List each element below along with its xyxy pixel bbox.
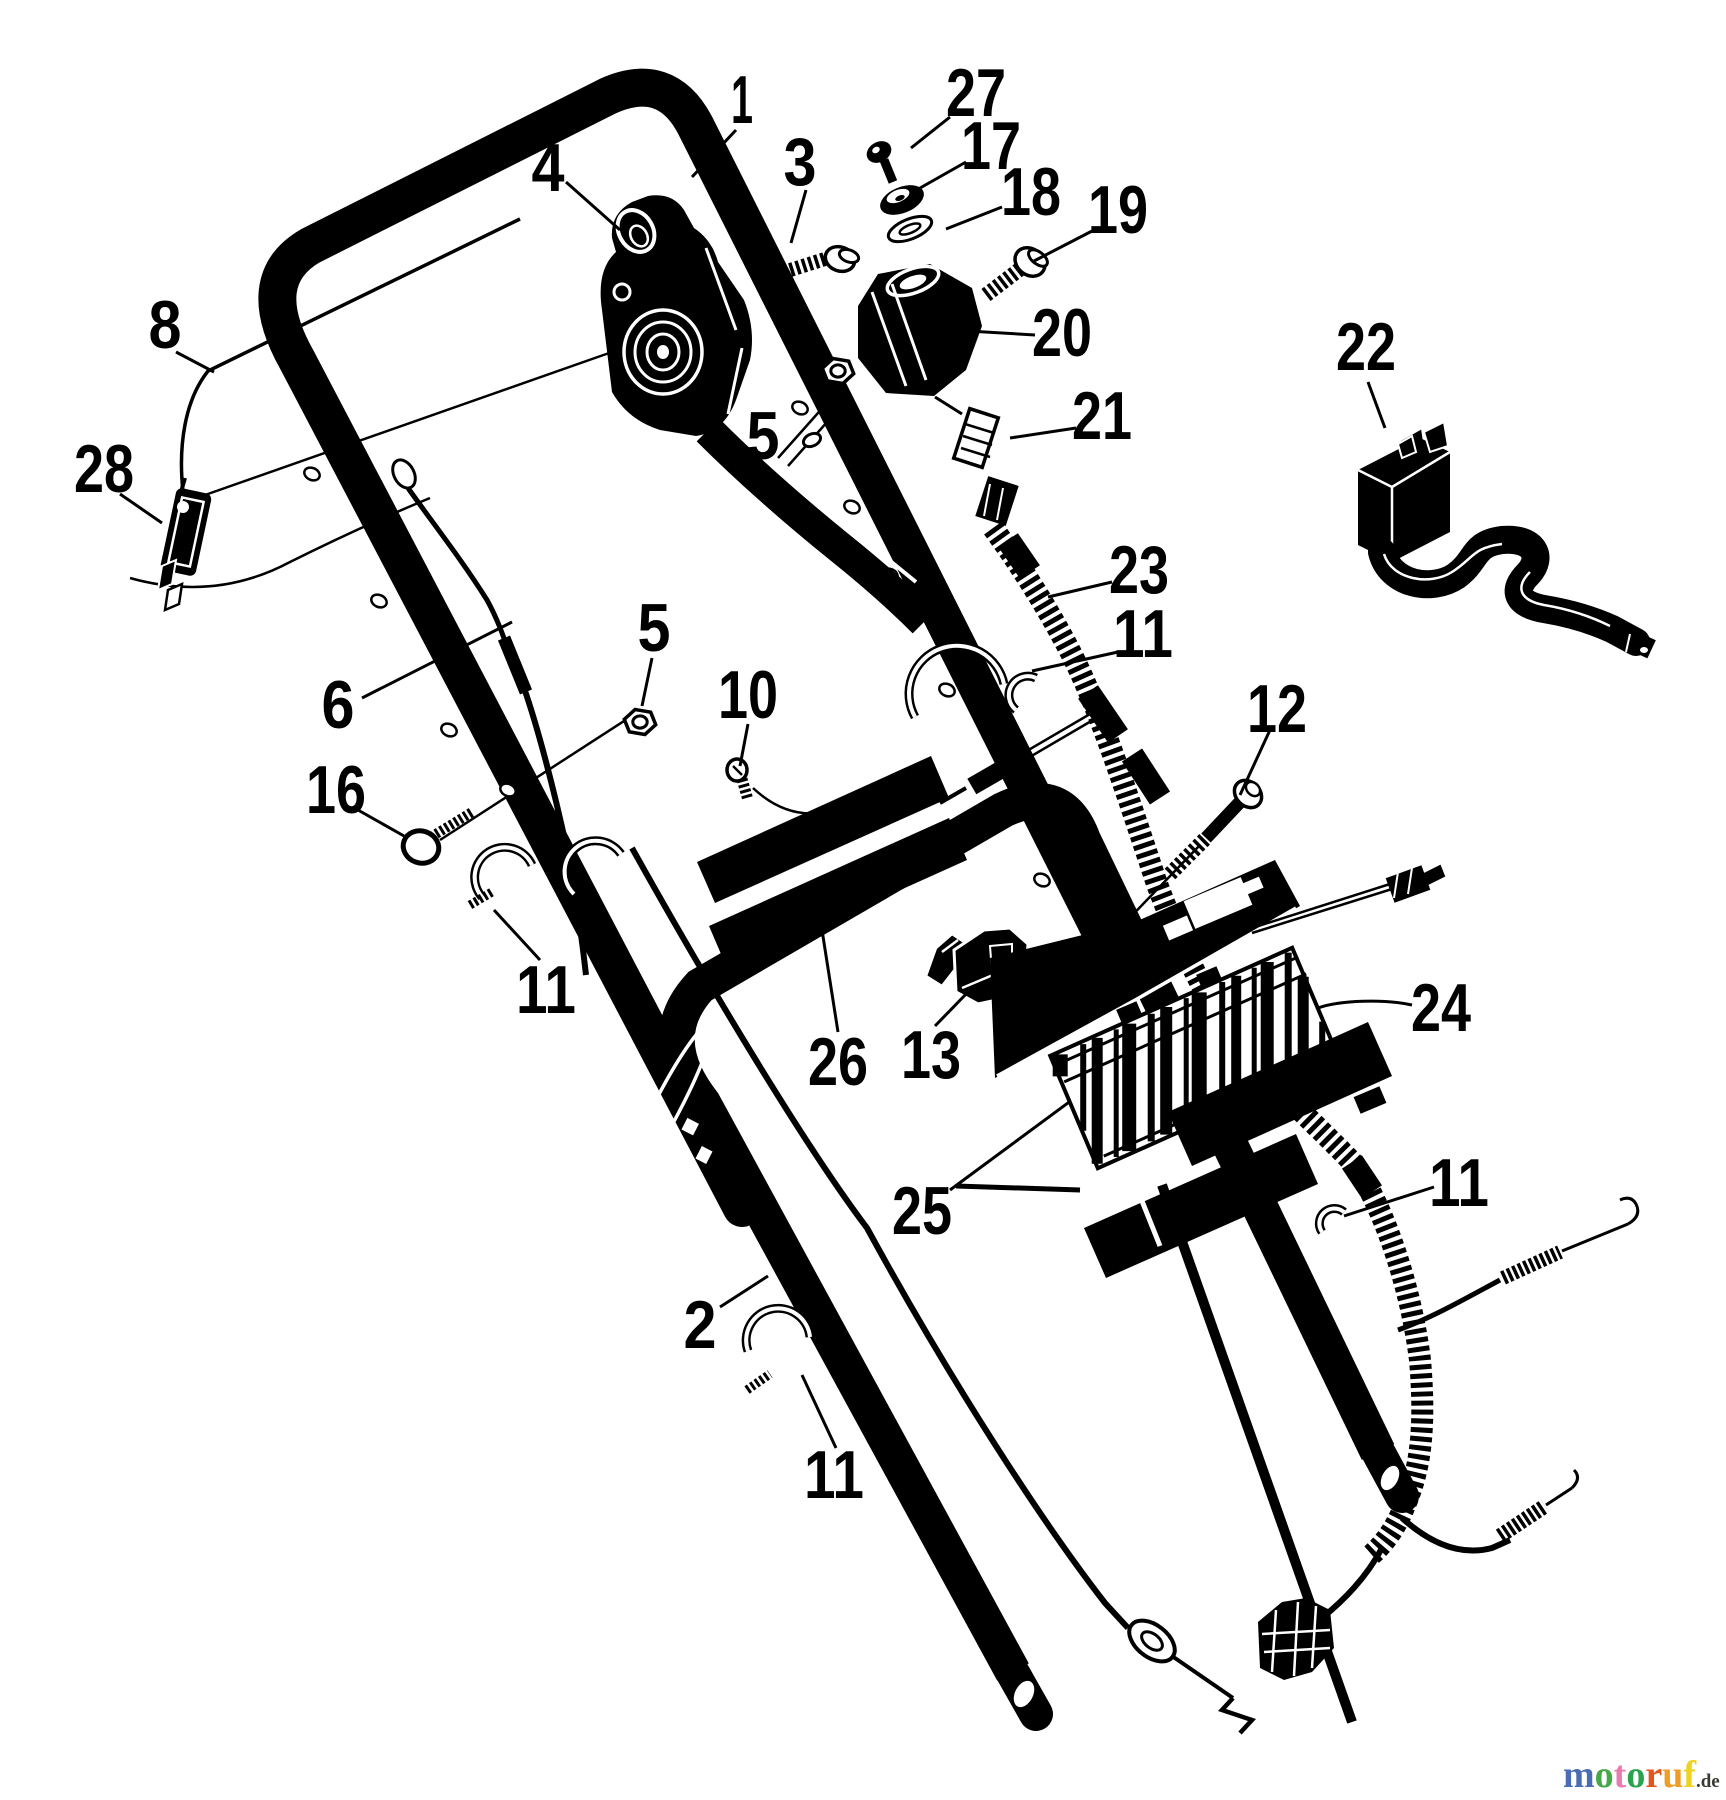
svg-text:20: 20: [1032, 295, 1092, 371]
svg-text:22: 22: [1336, 309, 1396, 385]
svg-text:23: 23: [1109, 532, 1169, 608]
svg-text:6: 6: [322, 667, 355, 743]
svg-text:21: 21: [1072, 378, 1132, 454]
svg-text:2: 2: [684, 1287, 717, 1363]
svg-text:11: 11: [1113, 596, 1173, 672]
svg-text:12: 12: [1247, 671, 1307, 747]
svg-text:11: 11: [804, 1437, 864, 1513]
svg-text:26: 26: [808, 1024, 868, 1100]
svg-text:28: 28: [74, 431, 134, 507]
svg-text:3: 3: [784, 124, 817, 200]
svg-text:motoruf.de: motoruf.de: [1563, 1754, 1720, 1796]
svg-text:11: 11: [516, 952, 576, 1028]
svg-text:10: 10: [718, 657, 778, 733]
svg-text:11: 11: [1429, 1145, 1489, 1221]
svg-text:5: 5: [747, 398, 780, 474]
svg-text:4: 4: [532, 130, 565, 206]
svg-text:27: 27: [946, 55, 1006, 131]
svg-text:1: 1: [731, 62, 753, 138]
svg-text:5: 5: [638, 590, 671, 666]
svg-text:24: 24: [1411, 970, 1471, 1046]
svg-text:17: 17: [961, 108, 1021, 184]
svg-text:19: 19: [1088, 172, 1148, 248]
svg-text:8: 8: [149, 287, 182, 363]
svg-text:16: 16: [306, 752, 366, 828]
svg-text:18: 18: [1001, 154, 1061, 230]
svg-text:25: 25: [892, 1173, 952, 1249]
svg-text:13: 13: [901, 1017, 961, 1093]
